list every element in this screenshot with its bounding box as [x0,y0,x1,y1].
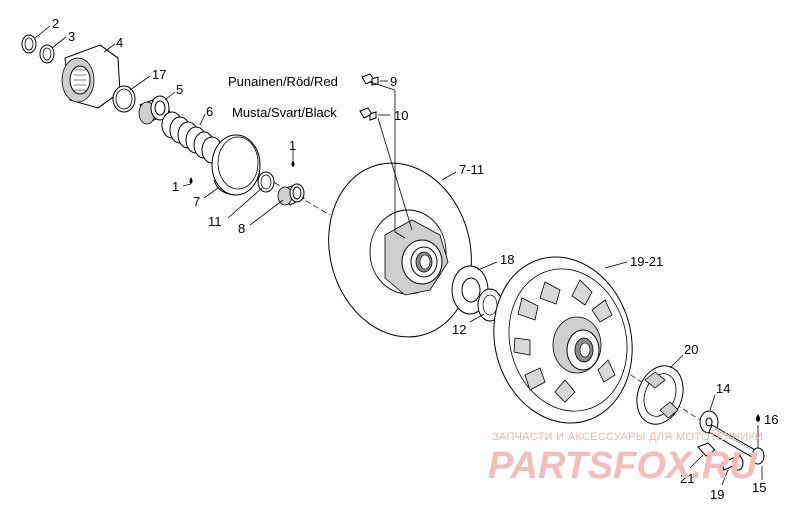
fixed-sheave-part [328,162,472,338]
callout-19-21: 19-21 [630,254,663,269]
watermark-logo: PARTSFOX.RU [488,445,758,487]
watermark-tagline: ЗАПЧАСТИ И АКСЕССУАРЫ ДЛЯ МОТОТЕХНИКИ [492,431,763,443]
spacer-ring-part [477,288,503,322]
movable-sheave-part [493,256,633,424]
callout-6: 6 [206,104,213,119]
callout-3: 3 [68,29,75,44]
callout-11: 11 [208,214,222,229]
callout-1: 1 [172,179,179,194]
washer-part [39,44,55,64]
callout-12: 12 [452,322,466,337]
bearing-sleeve-part [277,183,305,206]
callout-10: 10 [394,108,408,123]
callout-19: 19 [710,487,724,502]
callout-8: 8 [238,221,245,236]
cover-plate-part [636,365,684,425]
callout-14: 14 [716,381,730,396]
callout-4: 4 [116,35,123,50]
callout-15: 15 [752,480,766,495]
callout-18: 18 [500,252,514,267]
callout-16: 16 [764,412,778,427]
spring-part [161,111,223,164]
o-ring-part [257,171,275,193]
spider-hub-part [61,44,121,109]
callout-21: 21 [680,471,694,486]
callout-17: 17 [152,67,166,82]
threadlock-drop-icon [756,414,760,422]
leader-lines [34,25,763,486]
callout-5: 5 [176,82,183,97]
bolt-short-part [721,454,744,471]
bolt-long-part [708,424,765,465]
callout-20: 20 [684,342,698,357]
legend-red-label: Punainen/Röd/Red [228,74,338,89]
nut-part [697,442,716,457]
callout-2: 2 [52,16,59,31]
red-marker-icon [361,73,379,86]
grease-drop-icon [291,160,295,167]
callout-1b: 1 [289,138,296,153]
legend-black-label: Musta/Svart/Black [232,105,337,120]
retaining-ring-part [112,85,136,113]
callout-7: 7 [193,194,200,209]
grease-drop-icon [189,177,193,184]
cam-cup-part [211,134,261,196]
callout-7-11: 7-11 [459,162,484,177]
snap-ring-part [21,34,37,54]
black-marker-icon [359,107,377,121]
callout-9: 9 [390,74,397,89]
